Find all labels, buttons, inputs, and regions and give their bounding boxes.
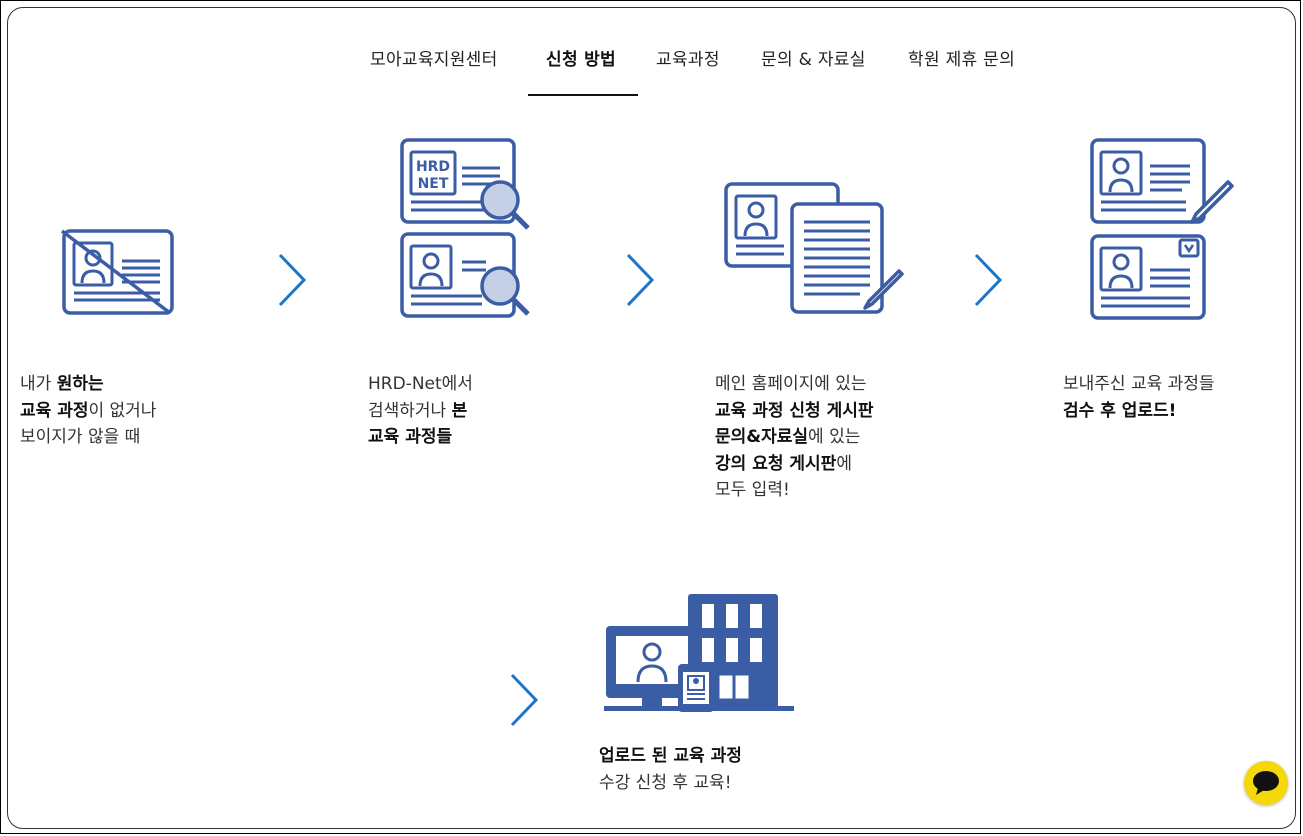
- step-text-emphasis: 강의 요청 게시판: [715, 453, 837, 474]
- step-text-run: 보내주신 교육 과정들: [1063, 374, 1215, 394]
- step-text-line: 내가 원하는: [20, 371, 156, 398]
- step-text-run: 에 있는: [808, 427, 861, 447]
- step-text-emphasis: 검수 후 업로드!: [1063, 400, 1177, 421]
- document-write-icon: [724, 182, 904, 314]
- step-text-line: 강의 요청 게시판에: [715, 451, 874, 478]
- step-text-run: 모두 입력!: [715, 480, 790, 500]
- step-text-run: 보이지가 않을 때: [20, 427, 141, 447]
- review-upload-icon: [1090, 138, 1234, 320]
- step-text-run: 이 없거나: [88, 400, 157, 421]
- step-text-run: 메인 홈페이지에 있는: [715, 374, 867, 394]
- step-text-line: HRD-Net에서: [368, 371, 473, 398]
- next-step-arrow-icon: [974, 253, 1003, 307]
- nav-item-inquiry-resources[interactable]: 문의 & 자료실: [761, 50, 866, 70]
- step-text-line: 교육 과정들: [368, 424, 473, 451]
- step-text-emphasis: 원하는: [56, 374, 104, 394]
- step-text-line: 교육 과정 신청 게시판: [715, 398, 874, 425]
- devices-building-icon: [604, 594, 794, 712]
- next-step-arrow-icon: [626, 253, 655, 307]
- step-text-run: 검색하거나: [368, 400, 452, 421]
- active-tab-indicator: [528, 94, 638, 96]
- step-text-line: 문의&자료실에 있는: [715, 424, 874, 451]
- step-text-emphasis: 교육 과정: [20, 400, 89, 421]
- step-text-line: 메인 홈페이지에 있는: [715, 371, 874, 398]
- step-text-emphasis: 교육 과정들: [368, 427, 453, 447]
- step-text-run: HRD-Net에서: [368, 374, 473, 394]
- nav-item-academy-partnership[interactable]: 학원 제휴 문의: [908, 50, 1016, 70]
- step-text-line: 교육 과정이 없거나: [20, 398, 156, 425]
- step-text-line: 보이지가 않을 때: [20, 424, 156, 451]
- step-text-emphasis: 본: [451, 400, 468, 421]
- page-container: 모아교육지원센터 신청 방법 교육과정 문의 & 자료실 학원 제휴 문의 HR…: [7, 7, 1296, 829]
- step-text-line: 보내주신 교육 과정들: [1063, 371, 1215, 398]
- crossed-id-card-icon: [60, 229, 174, 315]
- step-text-line: 업로드 된 교육 과정: [599, 743, 742, 770]
- step-text-emphasis: 업로드 된 교육 과정: [599, 746, 742, 766]
- nav-item-moa-center[interactable]: 모아교육지원센터: [370, 50, 498, 70]
- next-step-arrow-icon: [278, 253, 307, 307]
- step-text-run: 수강 신청 후 교육!: [599, 772, 732, 793]
- step-text-line: 검색하거나 본: [368, 398, 473, 425]
- step-text-line: 검수 후 업로드!: [1063, 398, 1215, 425]
- step-text-line: 수강 신청 후 교육!: [599, 770, 742, 797]
- step-text-emphasis: 교육 과정 신청 게시판: [715, 400, 874, 421]
- next-step-arrow-icon: [510, 673, 539, 727]
- step-text-line: 모두 입력!: [715, 477, 874, 504]
- step-text-run: 에: [836, 453, 852, 474]
- chat-bubble-icon: [1253, 771, 1279, 795]
- svg-text:NET: NET: [418, 176, 449, 192]
- step-text-emphasis: 문의&자료실: [715, 427, 809, 447]
- step-text-run: 내가: [20, 374, 57, 394]
- nav-item-courses[interactable]: 교육과정: [656, 50, 720, 70]
- kakao-chat-button[interactable]: [1244, 761, 1288, 805]
- hrd-net-search-icon: HRD NET: [400, 138, 530, 318]
- svg-text:HRD: HRD: [416, 159, 450, 175]
- nav-item-apply-method[interactable]: 신청 방법: [546, 50, 616, 70]
- top-navigation: 모아교육지원센터 신청 방법 교육과정 문의 & 자료실 학원 제휴 문의: [8, 8, 1295, 103]
